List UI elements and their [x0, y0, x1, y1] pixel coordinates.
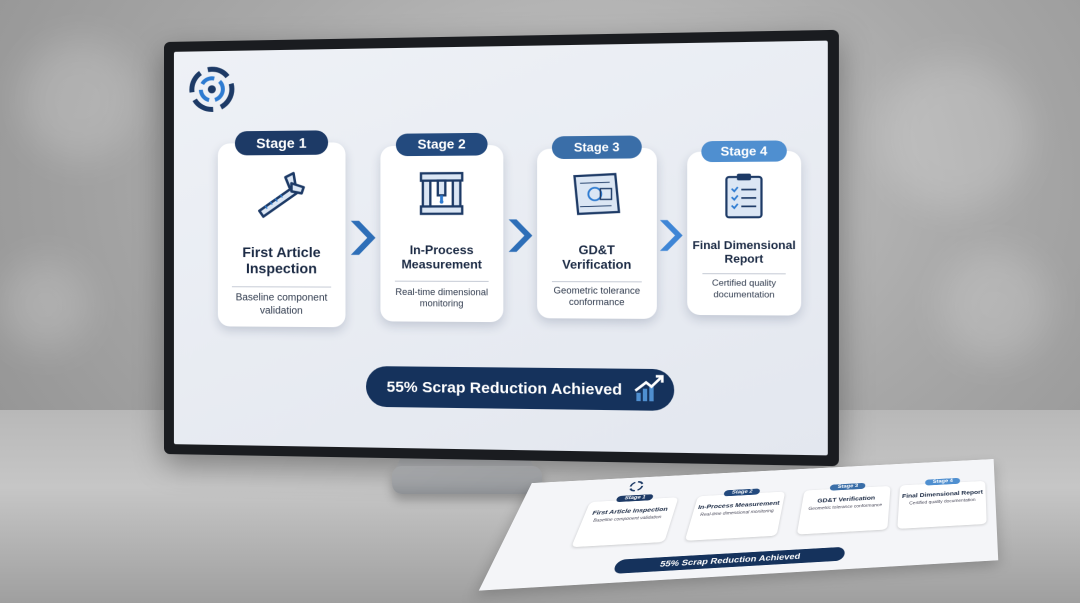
chevron-right-icon: [659, 220, 683, 251]
background-bokeh: [20, 40, 140, 160]
stage-description: Geometric tolerance conformance: [553, 285, 641, 308]
stage-card-2: Stage 2 In-Process Measurement Real-time…: [380, 132, 504, 323]
stage-divider: [231, 286, 332, 288]
result-banner: 55% Scrap Reduction Achieved: [366, 366, 675, 411]
stage-description: Certified quality documentation: [711, 277, 777, 300]
monitor-screen: Stage 1 First Article Inspection Baselin…: [173, 40, 828, 456]
stage-title: GD&T Verification: [562, 242, 632, 272]
mini-stage-card-4: Stage 4 Final Dimensional Report Certifi…: [897, 477, 987, 529]
stage-pill: Stage 3: [551, 135, 642, 160]
mini-stage-pill: Stage 1: [615, 494, 655, 503]
chevron-right-icon: [508, 219, 533, 252]
background-bokeh: [940, 250, 1050, 360]
stage-divider: [551, 281, 642, 283]
stage-title: First Article Inspection: [242, 243, 321, 277]
stage-description: Baseline component validation: [235, 292, 328, 317]
stage-description: Real-time dimensional monitoring: [395, 286, 489, 309]
swirl-logo-icon: [188, 65, 236, 114]
chevron-right-icon: [350, 220, 376, 255]
stage-pill: Stage 2: [395, 132, 488, 157]
mini-stage-card-1: Stage 1 First Article Inspection Baselin…: [571, 494, 679, 548]
cmm-machine-icon: [414, 164, 470, 220]
background-bokeh: [880, 60, 1030, 210]
monitor: Stage 1 First Article Inspection Baselin…: [164, 29, 839, 467]
stage-title: Final Dimensional Report: [692, 239, 796, 266]
clipboard-checklist-icon: [718, 168, 771, 223]
caliper-icon: [251, 163, 312, 224]
mini-result-banner: 55% Scrap Reduction Achieved: [612, 546, 846, 574]
stage-pill: Stage 4: [701, 140, 787, 163]
background-bokeh: [0, 260, 90, 350]
stage-divider: [702, 273, 786, 275]
stage-card-4: Stage 4 Final Dimensional Report Certifi…: [687, 140, 802, 316]
mini-stage-pill: Stage 2: [723, 488, 761, 497]
mini-stage-card-2: Stage 2 In-Process Measurement Real-time…: [684, 488, 786, 541]
stage-pill: Stage 1: [234, 130, 329, 156]
mini-stage-pill: Stage 4: [925, 477, 961, 486]
stage-divider: [394, 280, 489, 282]
stage-card-3: Stage 3 GD&T Verification Geometric tole…: [537, 135, 657, 319]
growth-chart-icon: [631, 372, 666, 402]
swirl-logo-icon: [626, 480, 646, 493]
mini-stage-pill: Stage 3: [829, 482, 866, 491]
blueprint-icon: [569, 167, 625, 221]
stage-card-1: Stage 1 First Article Inspection Baselin…: [217, 130, 346, 328]
mini-stage-card-3: Stage 3 GD&T Verification Geometric tole…: [796, 482, 891, 535]
result-label: 55% Scrap Reduction Achieved: [386, 377, 623, 399]
monitor-stand-base: [392, 466, 542, 494]
stage-title: In-Process Measurement: [401, 242, 482, 272]
